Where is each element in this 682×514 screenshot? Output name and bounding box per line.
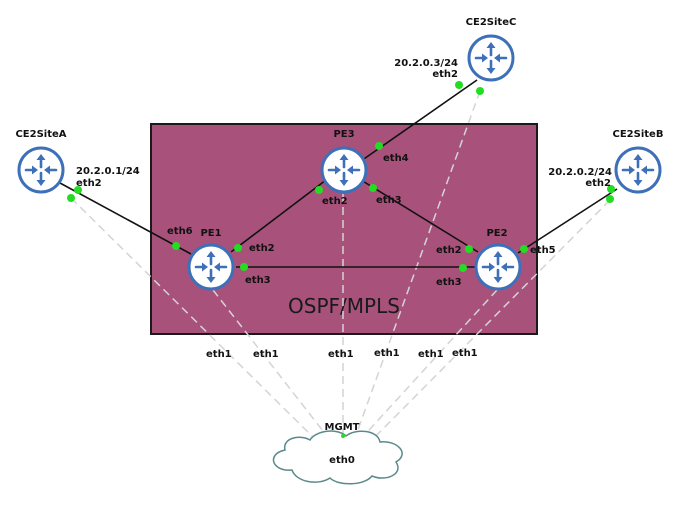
if-label-pe1-eth2: eth2 [249, 243, 275, 254]
port-ce2sitec-eth1[interactable] [476, 87, 484, 95]
if-label-ce2sitea-eth2: eth2 [76, 178, 102, 189]
mgmt-if-label-ce2sitea: eth1 [206, 349, 232, 360]
if-label-ce2sitec-eth2: eth2 [432, 69, 458, 80]
port-ce2sitec-eth2[interactable] [455, 81, 463, 89]
port-mgmt-eth0[interactable] [341, 434, 345, 438]
if-label-pe3-eth3: eth3 [376, 195, 402, 206]
mgmt-if-label-pe1: eth1 [253, 349, 279, 360]
router-pe3[interactable] [320, 146, 368, 194]
router-icon [614, 146, 662, 194]
node-label-ce2sitea: CE2SiteA [15, 129, 66, 140]
mgmt-if-label-pe3: eth1 [328, 349, 354, 360]
ip-label-ce2sitea: 20.2.0.1/24 [76, 166, 140, 177]
mgmt-link-pe1[interactable] [212, 289, 331, 441]
data-links [59, 79, 618, 268]
port-ce2sitea-eth1[interactable] [67, 194, 75, 202]
mgmt-link-ce2siteb[interactable] [369, 199, 611, 443]
router-ce2siteb[interactable] [614, 146, 662, 194]
router-ce2sitec[interactable] [467, 34, 515, 82]
link-pe1-pe3[interactable] [230, 179, 327, 253]
mgmt-link-ce2sitec[interactable] [354, 90, 481, 439]
node-label-pe1: PE1 [200, 228, 221, 239]
if-label-pe2-eth5: eth5 [530, 245, 556, 256]
node-label-ce2siteb: CE2SiteB [613, 129, 664, 140]
port-pe1-eth6[interactable] [172, 242, 180, 250]
if-label-pe3-eth2: eth2 [322, 196, 348, 207]
port-pe2-eth3[interactable] [459, 264, 467, 272]
router-icon [467, 34, 515, 82]
port-ce2sitea-eth2[interactable] [74, 186, 82, 194]
node-label-ce2sitec: CE2SiteC [466, 17, 517, 28]
if-label-ce2siteb-eth2: eth2 [585, 178, 611, 189]
port-pe2-eth2[interactable] [465, 245, 473, 253]
router-ce2sitea[interactable] [17, 146, 65, 194]
router-pe2[interactable] [474, 243, 522, 291]
if-label-pe1-eth6: eth6 [167, 226, 193, 237]
mgmt-if-label-ce2siteb: eth1 [452, 348, 478, 359]
mgmt-if-label-ce2sitec: eth1 [374, 348, 400, 359]
router-icon [320, 146, 368, 194]
link-pe3-pe2[interactable] [360, 179, 479, 253]
cloud-interface-label: eth0 [329, 455, 355, 466]
router-pe1[interactable] [187, 243, 235, 291]
router-icon [187, 243, 235, 291]
mgmt-link-pe2[interactable] [359, 289, 498, 441]
node-label-pe2: PE2 [486, 228, 507, 239]
cloud-icon [272, 430, 403, 485]
port-ce2siteb-eth1[interactable] [606, 195, 614, 203]
link-ce2sitea-pe1[interactable] [59, 182, 192, 255]
port-pe1-eth2[interactable] [234, 244, 242, 252]
mgmt-links [70, 90, 611, 443]
node-label-pe3: PE3 [333, 129, 354, 140]
mgmt-link-ce2sitea[interactable] [70, 197, 319, 443]
if-label-pe1-eth3: eth3 [245, 275, 271, 286]
port-pe3-eth2[interactable] [315, 186, 323, 194]
area-label: OSPF/MPLS [288, 294, 400, 318]
if-label-pe3-eth4: eth4 [383, 153, 409, 164]
port-pe3-eth3[interactable] [369, 184, 377, 192]
port-ce2siteb-eth2[interactable] [607, 185, 615, 193]
if-label-pe2-eth2: eth2 [436, 245, 462, 256]
cloud-label: MGMT [325, 422, 360, 433]
router-icon [474, 243, 522, 291]
port-pe2-eth5[interactable] [520, 245, 528, 253]
port-pe1-eth3[interactable] [240, 263, 248, 271]
if-label-pe2-eth3: eth3 [436, 277, 462, 288]
port-pe3-eth4[interactable] [375, 142, 383, 150]
link-ce2siteb-pe2[interactable] [517, 188, 618, 254]
port-dots [67, 81, 615, 272]
mgmt-cloud[interactable] [272, 430, 403, 485]
ip-label-ce2sitec: 20.2.0.3/24 [394, 58, 458, 69]
mgmt-if-label-pe2: eth1 [418, 349, 444, 360]
ip-label-ce2siteb: 20.2.0.2/24 [548, 167, 612, 178]
router-icon [17, 146, 65, 194]
